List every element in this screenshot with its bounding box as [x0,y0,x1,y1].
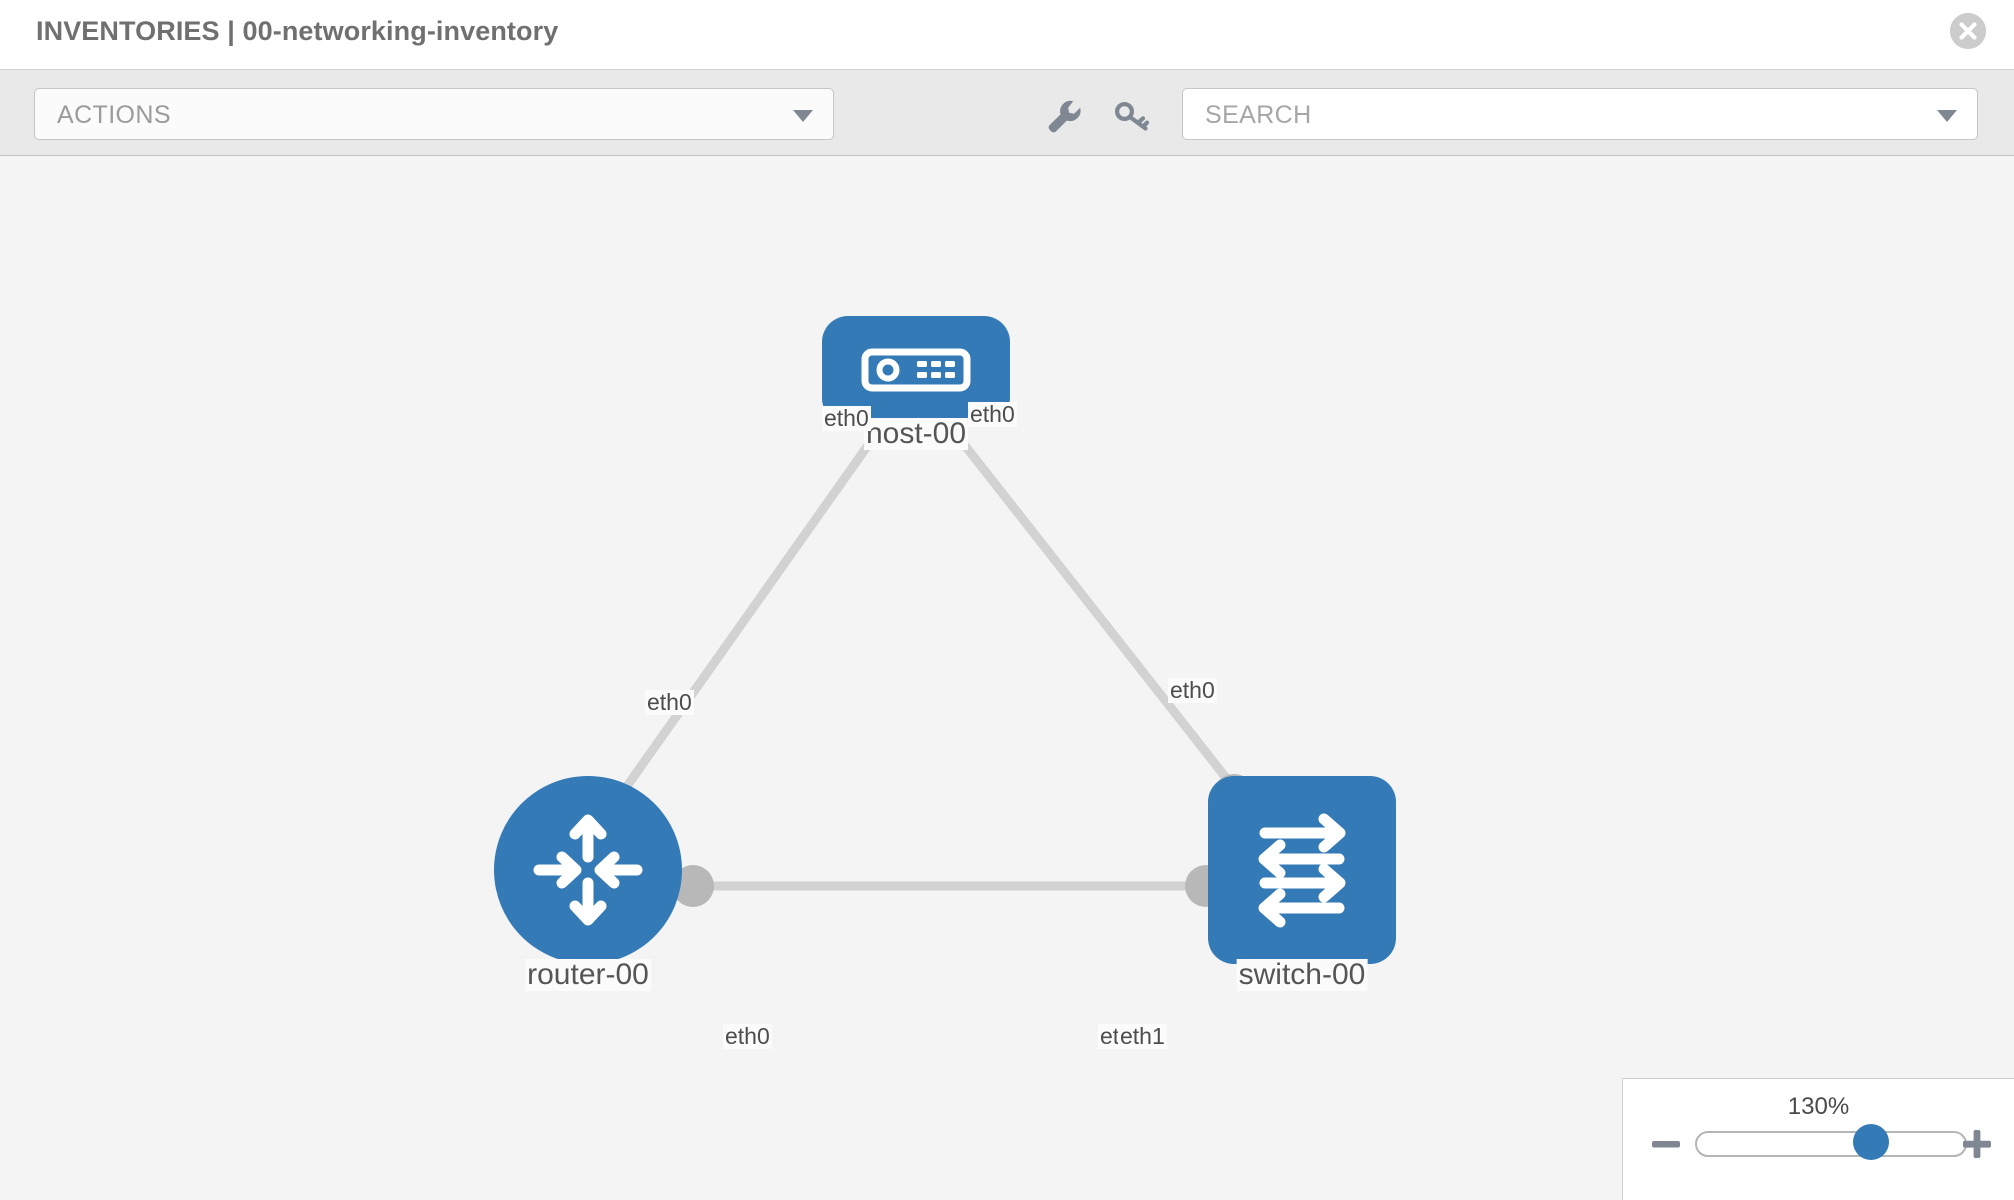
if-label-switch-left: eth1 [1118,1023,1167,1050]
chevron-down-icon [793,110,813,122]
node-router-00[interactable]: router-00 [494,776,682,991]
topology-links [616,421,1238,891]
window-header: INVENTORIES | 00-networking-inventory [0,0,2014,70]
wrench-icon[interactable] [1044,98,1084,134]
node-switch-00[interactable]: switch-00 [1208,776,1396,991]
if-label-router-right: eth0 [723,1023,772,1050]
node-router-00-shape [494,776,682,964]
if-label-host-right: eth0 [968,401,1017,428]
zoom-level-value: 130% [1787,1093,1850,1120]
node-router-00-label: router-00 [525,958,651,991]
router-arrows-icon [494,776,682,964]
link-host-router [616,421,887,799]
search-placeholder: SEARCH [1205,101,1312,129]
node-switch-00-label: switch-00 [1236,958,1368,991]
minus-icon[interactable] [1649,1127,1683,1161]
page-title: INVENTORIES | 00-networking-inventory [36,16,559,46]
link-host-switch [944,421,1238,791]
zoom-control-panel: 130% [1622,1078,2014,1200]
zoom-slider-track[interactable] [1695,1131,1967,1157]
if-label-switch-up: eth0 [1168,677,1217,704]
search-input[interactable]: SEARCH [1182,88,1978,140]
if-label-host-left: eth0 [822,405,871,432]
topology-canvas[interactable]: host-00 [0,156,2014,1200]
actions-dropdown[interactable]: ACTIONS [34,88,834,140]
node-host-00-label: host-00 [863,417,969,450]
server-appliance-icon [822,316,1010,424]
key-icon[interactable] [1112,98,1152,134]
if-label-router-up: eth0 [645,689,694,716]
switch-arrows-icon [1208,776,1396,964]
close-icon[interactable] [1950,13,1986,49]
node-switch-00-shape [1208,776,1396,964]
actions-dropdown-label: ACTIONS [57,101,171,129]
chevron-down-icon[interactable] [1937,110,1957,122]
plus-icon[interactable] [1960,1127,1994,1161]
zoom-slider-thumb[interactable] [1853,1124,1889,1160]
toolbar: ACTIONS SEARCH [0,70,2014,156]
